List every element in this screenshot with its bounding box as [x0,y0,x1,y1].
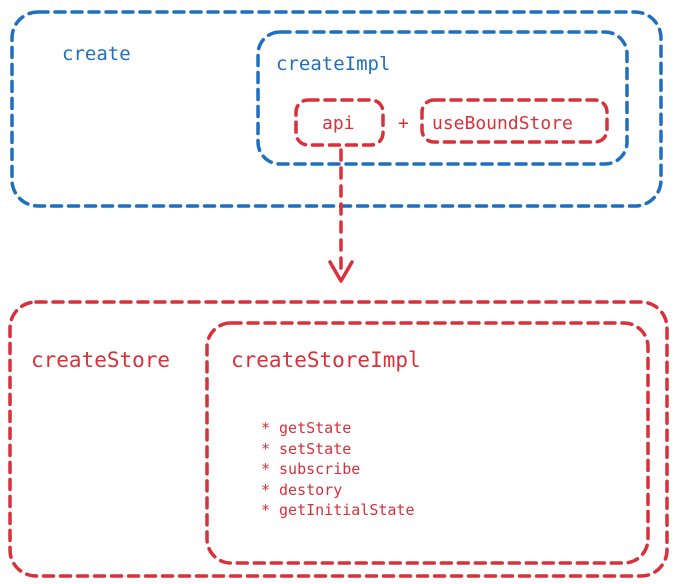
arrow-head [328,260,354,283]
method-item: * subscribe [261,459,415,480]
bullet-star: * [261,460,271,479]
create-store-impl-label: createStoreImpl [231,348,421,372]
plus-sign: + [398,113,409,134]
method-name: destory [279,480,343,499]
method-item: * destory [261,480,415,501]
create-store-impl-box [205,321,650,565]
create-impl-label: createImpl [276,53,391,75]
create-impl-box [256,30,629,166]
method-name: subscribe [279,460,361,479]
bullet-star: * [261,439,271,458]
api-label: api [322,113,355,134]
bullet-star: * [261,480,271,499]
create-label: create [62,43,131,65]
bullet-star: * [261,419,271,437]
create-store-box [8,300,669,578]
use-bound-store-label: useBoundStore [432,113,573,134]
use-bound-store-box [420,98,609,144]
method-name: getInitialState [279,501,415,520]
method-name: setState [279,439,352,458]
store-method-list: *getState *setState *subscribe *destory … [261,418,415,521]
method-item: * getState [261,418,415,439]
method-item: * setState [261,439,415,460]
method-item: * getInitialState [261,500,415,521]
create-box [10,10,663,208]
api-box [294,98,385,147]
method-name: getState [279,419,352,437]
bullet-star: * [261,501,271,520]
create-store-label: createStore [31,348,171,372]
